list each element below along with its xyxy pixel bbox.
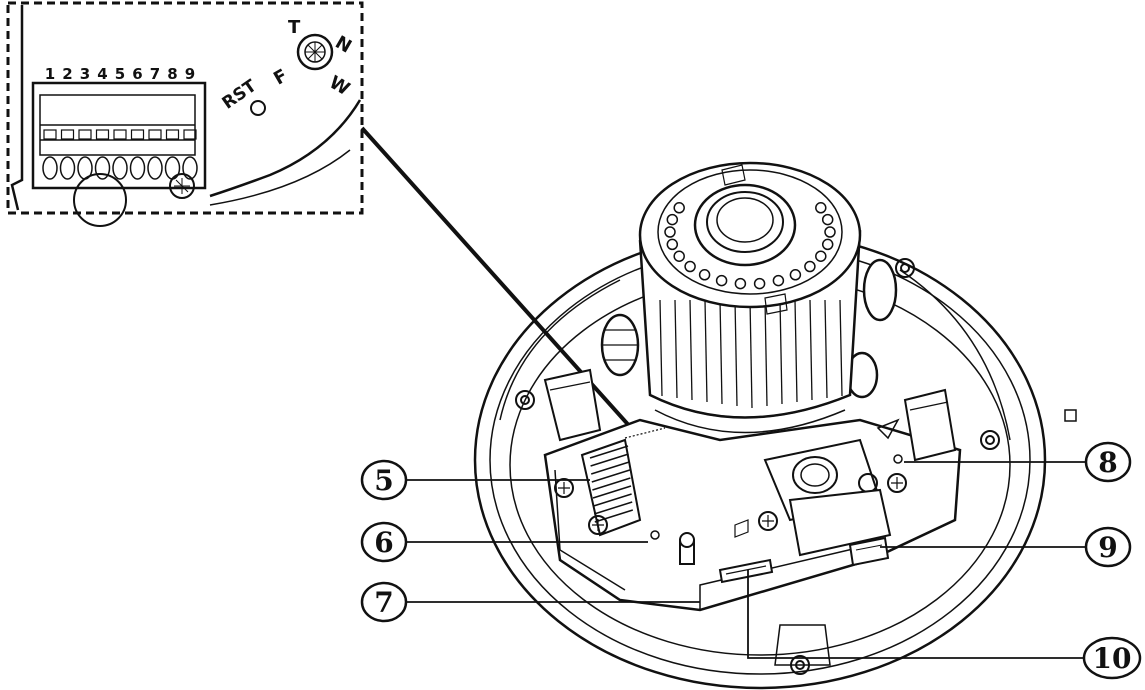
lens-rib — [719, 299, 723, 405]
inset-reset-hole — [250, 100, 266, 116]
callout-10: 10 — [1093, 642, 1132, 675]
tilt-knob-left — [600, 313, 640, 377]
lens-rib — [659, 299, 663, 397]
inset-terminal-slot — [113, 129, 127, 140]
inset-terminal-slot — [130, 129, 145, 140]
ir-led — [673, 250, 685, 262]
inset-terminal-number: 1 — [45, 65, 55, 83]
network-connector — [763, 438, 892, 567]
camera-terminal-slot — [592, 477, 631, 491]
callout-5: 5 — [374, 464, 393, 497]
inset-terminal-slot — [183, 129, 197, 140]
ir-led — [804, 260, 816, 273]
inset-terminal-number: 4 — [97, 65, 107, 83]
ir-led — [821, 238, 834, 251]
camera-terminal-slot — [593, 501, 633, 515]
status-led — [893, 454, 903, 464]
inset-terminal-number: 9 — [185, 65, 195, 83]
ir-led — [772, 274, 785, 287]
inset-terminal-number: 6 — [132, 65, 142, 83]
ir-led — [821, 213, 834, 226]
ir-led — [698, 269, 711, 281]
marker-square — [1064, 409, 1077, 422]
inset-terminal-number: 2 — [62, 65, 72, 83]
inset-terminal-screw — [147, 156, 163, 180]
inset-terminal-slot — [148, 129, 162, 140]
inset-terminal-number: 7 — [150, 65, 160, 83]
inset-terminal-screw — [42, 156, 58, 180]
lens-rib — [689, 299, 693, 401]
inset-focus-knob — [296, 33, 334, 71]
callout-7: 7 — [374, 586, 393, 619]
ir-led — [664, 226, 676, 238]
ir-led — [673, 202, 685, 214]
inset-terminal-slot — [60, 129, 75, 140]
inset-zoom-box — [6, 1, 364, 227]
push-clip-right — [903, 388, 957, 462]
inset-terminal-screw — [129, 156, 146, 180]
camera-terminal-slot — [594, 509, 634, 523]
ir-led — [815, 250, 827, 262]
callout-9: 9 — [1098, 531, 1117, 564]
lens-rib — [674, 299, 678, 399]
tilt-knob-right — [845, 258, 898, 399]
ir-led — [815, 202, 827, 214]
inset-terminal-number: 5 — [115, 65, 125, 83]
camera-terminal-slot — [589, 445, 629, 459]
inset-tele-letter: T — [288, 17, 301, 38]
ir-led — [666, 213, 679, 226]
lens-rib — [734, 299, 738, 407]
sd-card-slot — [718, 558, 774, 584]
lens-housing — [638, 161, 862, 434]
push-clip-left — [543, 368, 602, 442]
callout-6: 6 — [374, 526, 393, 559]
ir-led — [753, 277, 766, 290]
inset-terminal-screw — [59, 156, 76, 180]
ir-led — [666, 238, 679, 251]
ir-led — [824, 226, 836, 238]
lens-rib — [794, 299, 798, 403]
ir-led — [684, 260, 696, 273]
inset-terminal-screw — [94, 156, 111, 180]
lens-rib — [779, 299, 783, 405]
inset-terminal-slot — [78, 129, 92, 140]
led-arrow-mark — [876, 418, 900, 440]
inset-terminal-number: 3 — [80, 65, 90, 83]
inset-terminal-slot — [165, 129, 180, 140]
lens-rib — [764, 299, 768, 407]
ir-led — [789, 269, 802, 281]
camera-terminal-slot — [590, 453, 629, 467]
lens-rib — [824, 299, 828, 399]
inset-terminal-slot — [43, 129, 57, 140]
camera-terminal-slot — [593, 493, 632, 507]
lens-rib — [704, 299, 708, 403]
camera-terminal-slot — [591, 469, 631, 483]
lens-rib — [839, 299, 843, 397]
lens-rib — [809, 299, 813, 401]
callout-circles — [360, 441, 1142, 680]
ir-led — [734, 277, 747, 290]
inset-terminal-slot — [95, 129, 110, 140]
ir-led — [715, 274, 728, 287]
inset-terminal-number: 8 — [167, 65, 177, 83]
lens — [693, 183, 797, 267]
inset-terminal-screw — [182, 156, 198, 180]
camera-terminal-block — [580, 427, 666, 537]
callout-8: 8 — [1098, 446, 1117, 479]
callout-lines — [406, 461, 1087, 659]
inset-terminal-screw — [112, 156, 128, 180]
camera-terminal-slot — [592, 485, 632, 499]
lens-rib — [749, 299, 753, 409]
camera-focus-knob — [650, 519, 749, 565]
board-screws — [554, 473, 907, 535]
camera-terminal-slot — [590, 461, 630, 475]
